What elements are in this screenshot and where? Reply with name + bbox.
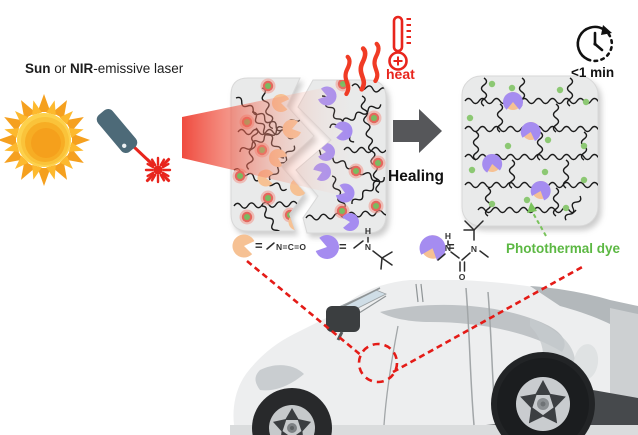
car-fender-shadow: [255, 365, 304, 391]
urea-n-left: N: [445, 243, 451, 253]
healing-arrow-icon: [393, 109, 442, 153]
laser-pointer-icon: [96, 108, 172, 184]
title-nir: NIR: [70, 61, 94, 76]
legend-amine-structure: H N: [353, 226, 393, 270]
heat-label: heat: [386, 66, 415, 82]
car-window-divider: [415, 283, 424, 303]
car-rear-deck: [530, 286, 638, 342]
callout-line-left: [246, 259, 363, 358]
car-door-seam-3: [383, 325, 399, 426]
ground-strip: [230, 425, 638, 435]
laser-beam-cone: [182, 82, 352, 198]
sun-icon: [0, 94, 90, 186]
car-door-seam-1: [465, 287, 475, 426]
legend-isocyanate-icon: [230, 232, 256, 259]
laser-starburst-icon: [144, 156, 172, 184]
legend-amine-icon: [314, 232, 342, 262]
car-mirror-stem: [336, 331, 344, 341]
thermometer-icon: [388, 15, 411, 71]
healed-panel-contents: [464, 77, 598, 223]
urea-h: H: [445, 231, 451, 241]
damage-circle: [357, 342, 399, 384]
car-mirror: [326, 306, 360, 332]
amine-h: H: [365, 226, 371, 236]
legend-urea-structure: N O N H: [437, 220, 489, 282]
legend-equals-2: =: [339, 239, 347, 254]
timer-clock-icon: [576, 25, 614, 63]
photothermal-dye-label: Photothermal dye: [506, 241, 621, 256]
car-rear-wheel: [491, 352, 595, 435]
title-or: or: [50, 61, 71, 76]
callout-line-right: [392, 264, 585, 374]
isocyanate-formula: N=C=O: [276, 242, 306, 252]
title-sun: Sun: [25, 61, 51, 76]
figure-title: Sun or NIR-emissive laser: [25, 61, 183, 76]
car-belt-shadow: [380, 304, 565, 352]
amine-n: N: [365, 242, 371, 252]
photothermal-dye-arrow: [527, 202, 547, 237]
callout-annotations: [246, 202, 585, 384]
healed-polymer-panel: [461, 75, 599, 227]
urea-o: O: [459, 272, 466, 282]
time-label: <1 min: [571, 65, 615, 80]
car-illustration: [230, 280, 638, 435]
legend-equals-1: =: [255, 238, 263, 253]
title-suffix: -emissive laser: [93, 61, 184, 76]
healing-label: Healing: [388, 168, 444, 185]
legend-equals-3: =: [447, 239, 455, 254]
urea-n-right: N: [471, 244, 477, 254]
dye-particles: [466, 80, 590, 212]
legend-isocyanate-structure: N=C=O: [266, 242, 306, 252]
car-front-wheel: [252, 388, 332, 435]
